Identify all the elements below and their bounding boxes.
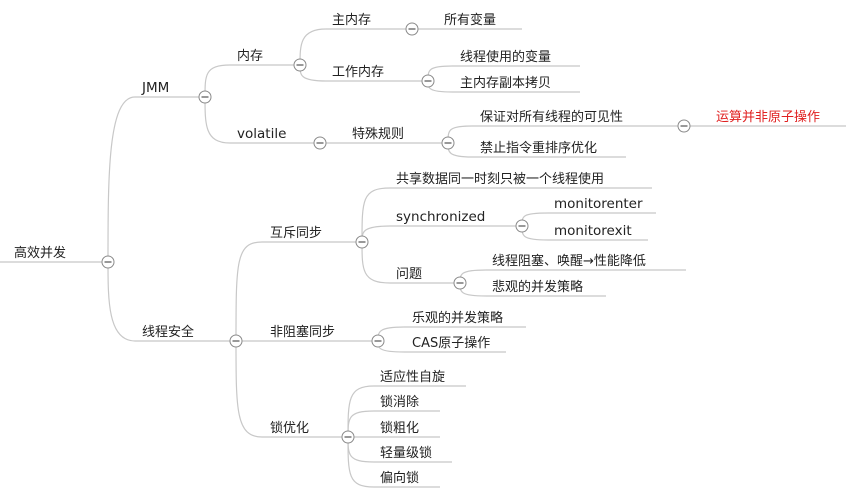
node-lightweight-lock[interactable]: 轻量级锁: [380, 445, 432, 461]
node-lock-elimination[interactable]: 锁消除: [380, 394, 419, 410]
node-memory[interactable]: 内存: [237, 48, 263, 64]
link-mutex-shared: [361, 187, 391, 243]
node-labels: 高效并发 JMM 内存 主内存 所有变量 工作内存 线程使用的变量 主内存副本拷…: [14, 12, 820, 486]
node-problem[interactable]: 问题: [396, 267, 422, 282]
node-main-memory-copy[interactable]: 主内存副本拷贝: [460, 75, 551, 91]
collapse-icon[interactable]: [453, 276, 467, 290]
link-memory-main: [299, 28, 327, 66]
collapse-icon[interactable]: [405, 22, 419, 36]
node-main-memory[interactable]: 主内存: [332, 12, 371, 28]
node-no-reorder[interactable]: 禁止指令重排序优化: [480, 140, 597, 156]
node-biased-lock[interactable]: 偏向锁: [380, 470, 419, 486]
node-lock-optimization[interactable]: 锁优化: [270, 420, 309, 436]
node-mutex-sync[interactable]: 互斥同步: [270, 226, 322, 241]
node-underlines: [0, 28, 846, 488]
link-ts-lockopt: [235, 340, 263, 438]
collapse-toggles: [101, 22, 691, 444]
collapse-icon[interactable]: [293, 58, 307, 72]
link-root-thread-safety: [107, 261, 136, 342]
collapse-icon[interactable]: [341, 430, 355, 444]
collapse-icon[interactable]: [421, 74, 435, 88]
node-optimistic[interactable]: 乐观的并发策略: [412, 310, 503, 326]
node-working-memory[interactable]: 工作内存: [332, 64, 384, 80]
node-nonblocking-sync[interactable]: 非阻塞同步: [270, 324, 335, 340]
node-all-variables[interactable]: 所有变量: [444, 12, 496, 28]
link-jmm-volatile: [204, 96, 231, 144]
node-thread-safety[interactable]: 线程安全: [142, 324, 194, 340]
node-special-rules[interactable]: 特殊规则: [352, 127, 404, 142]
collapse-icon[interactable]: [355, 235, 369, 249]
node-root[interactable]: 高效并发: [14, 245, 66, 261]
collapse-icon[interactable]: [313, 136, 327, 150]
link-root-jmm: [107, 96, 136, 263]
node-shared-data[interactable]: 共享数据同一时刻只被一个线程使用: [396, 171, 604, 187]
link-mutex-problem: [361, 241, 391, 284]
node-jmm[interactable]: JMM: [141, 80, 169, 96]
collapse-icon[interactable]: [515, 219, 529, 233]
node-cas[interactable]: CAS原子操作: [412, 335, 490, 351]
collapse-icon[interactable]: [677, 119, 691, 133]
collapse-icon[interactable]: [101, 255, 115, 269]
node-blocking[interactable]: 线程阻塞、唤醒→性能降低: [492, 253, 646, 269]
link-ts-mutex: [235, 241, 263, 342]
node-pessimistic[interactable]: 悲观的并发策略: [492, 279, 583, 295]
node-visibility[interactable]: 保证对所有线程的可见性: [480, 109, 623, 125]
link-lock-child5: [347, 436, 375, 488]
collapse-icon[interactable]: [229, 334, 243, 348]
node-lock-coarsening[interactable]: 锁粗化: [380, 420, 419, 436]
node-not-atomic[interactable]: 运算并非原子操作: [716, 109, 820, 125]
collapse-icon[interactable]: [371, 334, 385, 348]
node-volatile[interactable]: volatile: [237, 126, 286, 142]
node-synchronized[interactable]: synchronized: [396, 209, 485, 225]
node-monitorenter[interactable]: monitorenter: [554, 196, 643, 212]
collapse-icon[interactable]: [198, 90, 212, 104]
node-thread-used-vars[interactable]: 线程使用的变量: [460, 49, 551, 65]
collapse-icon[interactable]: [441, 136, 455, 150]
node-monitorexit[interactable]: monitorexit: [554, 223, 632, 239]
node-adaptive-spin[interactable]: 适应性自旋: [380, 369, 445, 385]
